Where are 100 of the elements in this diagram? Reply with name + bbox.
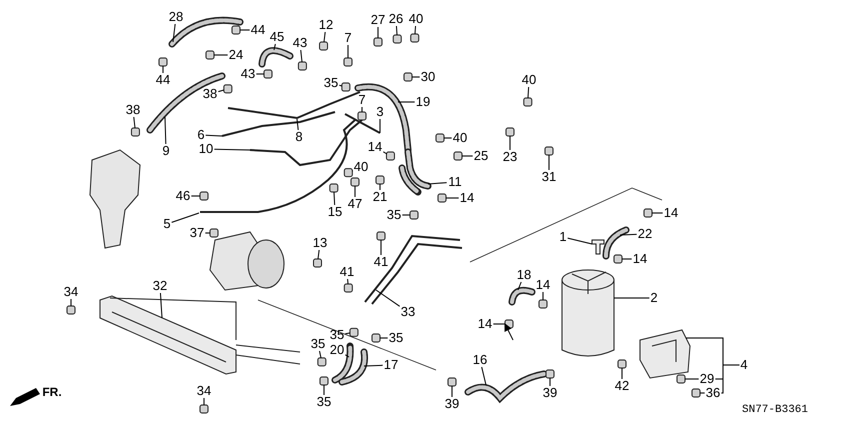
- leader-line: [214, 54, 228, 56]
- callout-number: 20: [330, 343, 344, 357]
- leader-line: [319, 350, 322, 358]
- fitting: [344, 58, 352, 66]
- callout-number: 43: [292, 36, 308, 50]
- callout-number: 34: [196, 384, 212, 398]
- callout-number: 25: [474, 149, 488, 163]
- leader-line: [481, 366, 486, 386]
- callout-number: 32: [152, 279, 168, 293]
- callout-number: 7: [344, 31, 352, 45]
- leader-line: [428, 182, 448, 184]
- callout-number: 44: [250, 23, 266, 37]
- bracket: [640, 329, 690, 379]
- fitting: [386, 152, 395, 161]
- callout-number: 45: [270, 30, 284, 44]
- pipe: [364, 234, 463, 305]
- fitting: [372, 334, 380, 342]
- fitting: [538, 300, 548, 308]
- fitting: [317, 357, 326, 366]
- fitting: [614, 254, 622, 264]
- leader-line: [164, 116, 166, 144]
- callout-number: 3: [376, 105, 384, 119]
- callout-number: 8: [295, 130, 303, 144]
- callout-number: 38: [202, 87, 218, 101]
- fitting: [376, 176, 384, 184]
- leader-line: [324, 32, 326, 42]
- callout-number: 15: [328, 205, 342, 219]
- fitting: [66, 306, 76, 314]
- callout-number: 44: [156, 73, 170, 87]
- fitting: [436, 134, 444, 142]
- callout-number: 4: [740, 358, 748, 372]
- leader-line: [334, 192, 336, 206]
- leader-line: [504, 323, 514, 340]
- fitting: [410, 210, 418, 220]
- leader-line: [382, 151, 388, 154]
- leader-line: [684, 378, 700, 380]
- callout-number: 42: [614, 379, 630, 393]
- leader-line: [171, 212, 200, 223]
- fitting: [344, 283, 353, 292]
- fitting: [319, 41, 328, 50]
- callout-number: 14: [664, 206, 678, 220]
- fitting: [676, 374, 686, 384]
- callout-number: 18: [516, 268, 532, 282]
- leader-line: [402, 214, 410, 216]
- hose: [258, 47, 294, 68]
- callout-number: 40: [452, 131, 468, 145]
- leader-line: [205, 134, 222, 136]
- callout-number: 43: [240, 67, 256, 81]
- callout-number: 39: [444, 397, 460, 411]
- leader-line: [347, 278, 348, 284]
- callout-number: 6: [197, 128, 205, 142]
- fitting: [210, 228, 218, 238]
- leader-line: [622, 258, 632, 260]
- hose: [354, 83, 412, 154]
- callout-number: 9: [162, 144, 170, 158]
- fitting: [158, 58, 168, 66]
- callout-number: 17: [384, 358, 398, 372]
- callout-number: 35: [330, 328, 344, 342]
- leader-line: [528, 86, 530, 98]
- hose: [332, 342, 354, 384]
- leader-line: [620, 234, 638, 236]
- callout-number: 47: [348, 197, 362, 211]
- callout-number: 14: [460, 191, 474, 205]
- leader-line: [700, 392, 706, 394]
- callout-number: 5: [163, 217, 171, 231]
- leader-line: [344, 354, 350, 358]
- callout-number: 2: [650, 291, 658, 305]
- callout-number: 35: [324, 76, 338, 90]
- callout-number: 21: [372, 190, 388, 204]
- callout-number: 27: [370, 13, 386, 27]
- leader-line: [364, 364, 384, 366]
- fitting: [546, 370, 554, 378]
- fitting: [523, 98, 532, 106]
- hose: [398, 148, 432, 196]
- callout-number: 29: [700, 372, 714, 386]
- leader-line: [344, 332, 350, 334]
- callout-number: 14: [368, 140, 382, 154]
- fitting: [392, 34, 402, 44]
- fitting: [358, 112, 366, 120]
- fitting: [448, 378, 456, 386]
- callout-number: 39: [542, 386, 558, 400]
- leader-line: [567, 238, 592, 244]
- fitting: [454, 152, 462, 160]
- leader-line: [380, 240, 382, 256]
- callout-number: 31: [542, 170, 556, 184]
- callout-number: 11: [448, 175, 462, 189]
- callout-number: 33: [400, 305, 416, 319]
- callout-number: 35: [386, 208, 402, 222]
- leader-line: [548, 154, 550, 170]
- callout-number: 30: [420, 70, 436, 84]
- leader-line: [133, 116, 136, 128]
- callout-number: 35: [388, 331, 404, 345]
- leader-line: [162, 66, 164, 74]
- leader-line: [204, 232, 210, 234]
- leader-line: [396, 26, 398, 36]
- reservoir-tank: [562, 270, 614, 356]
- fitting: [644, 208, 652, 218]
- fitting: [206, 50, 214, 60]
- callout-number: 23: [502, 150, 518, 164]
- callout-number: 35: [316, 395, 332, 409]
